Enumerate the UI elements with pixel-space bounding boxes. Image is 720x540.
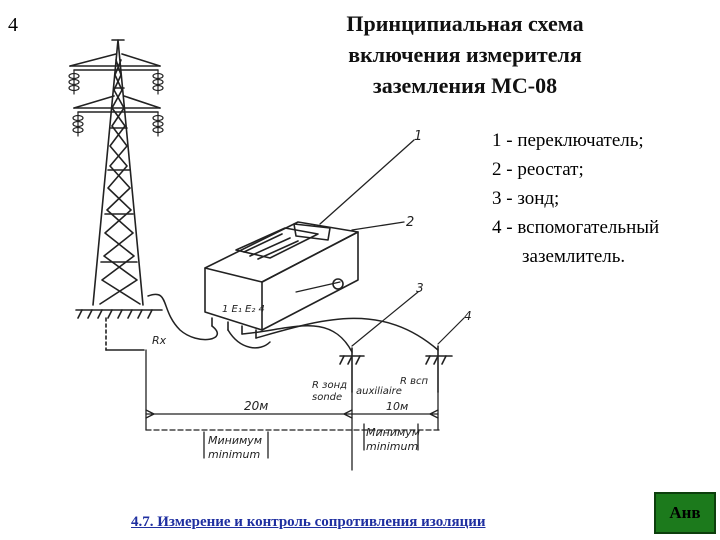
meter-terminals-label: 1 E₁ E₂ 4 <box>222 304 265 315</box>
r-vsp-label: R всп <box>400 376 429 387</box>
tower-ground <box>75 309 163 351</box>
title-line-2: включения измерителя <box>348 42 582 67</box>
meter-device <box>204 221 359 339</box>
minimum-label-1-bottom: minimum <box>208 448 260 461</box>
callout-leaders <box>319 139 415 231</box>
sonde-label: sonde <box>312 392 342 403</box>
title-line-3: заземления МС-08 <box>372 73 558 98</box>
minimum-label-1-top: Минимум <box>208 434 262 447</box>
transmission-tower <box>69 39 161 306</box>
legend-item-1: 1 - переключатель; <box>492 130 644 151</box>
legend: 1 - переключатель; 2 - реостат; 3 - зонд… <box>492 126 659 271</box>
legend-item-3: 3 - зонд; <box>492 188 560 209</box>
legend-item-4-continued: заземлитель. <box>522 246 626 267</box>
wires <box>147 293 439 353</box>
title-line-1: Принципиальная схема <box>346 11 584 36</box>
nav-button[interactable]: Анв <box>654 492 716 534</box>
minimum-label-2-bottom: minimum <box>366 440 418 453</box>
dimension-lines <box>145 349 441 471</box>
slide-number: 4 <box>8 14 18 36</box>
legend-item-2: 2 - реостат; <box>492 159 584 180</box>
grounding-scheme-diagram: 1 E₁ E₂ 4 1 2 3 4 Rx 20 <box>68 39 472 471</box>
callout-3: 3 <box>416 281 424 295</box>
callout-1: 1 <box>414 129 422 144</box>
minimum-label-2-top: Минимум <box>366 426 420 439</box>
distance-20m: 20м <box>244 399 268 413</box>
auxiliaire-label: auxiliaire <box>356 386 402 397</box>
page-title: Принципиальная схема включения измерител… <box>300 8 630 101</box>
callout-4: 4 <box>464 309 472 323</box>
callout-2: 2 <box>406 215 414 230</box>
distance-10m: 10м <box>386 400 408 413</box>
insulator-strings <box>68 69 164 137</box>
legend-item-4: 4 - вспомогательный <box>492 217 660 238</box>
probe-electrodes <box>339 291 465 393</box>
rx-label: Rx <box>152 334 167 347</box>
footer-section-link[interactable]: 4.7. Измерение и контроль сопротивления … <box>131 514 486 530</box>
r-zond-label: R зонд <box>312 380 347 391</box>
